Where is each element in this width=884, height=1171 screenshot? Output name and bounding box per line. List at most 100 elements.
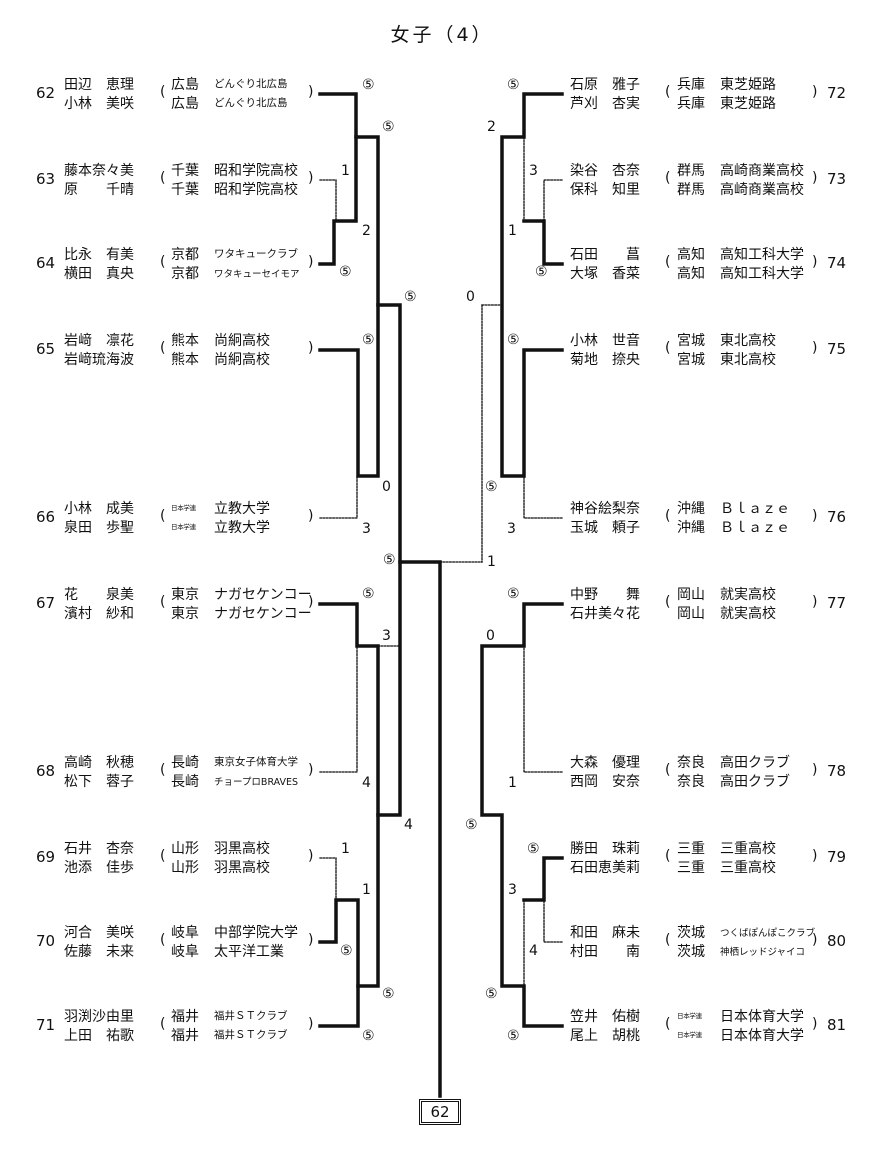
club-name: ワタキュークラブ bbox=[214, 248, 298, 260]
player-name: 高崎 秋穂 bbox=[64, 755, 134, 771]
prefecture: 長崎 bbox=[171, 774, 199, 790]
player-name: 岩﨑 凛花 bbox=[64, 333, 134, 349]
team-number: 71 bbox=[36, 1016, 56, 1034]
club-name: 日本体育大学 bbox=[720, 1009, 804, 1025]
club-name: 東芝姫路 bbox=[720, 77, 776, 93]
club-name: 羽黒高校 bbox=[214, 860, 270, 876]
prefecture: 広島 bbox=[171, 96, 199, 112]
match-score: ⑤ bbox=[362, 586, 375, 602]
player-name: 笠井 佑樹 bbox=[570, 1009, 640, 1025]
prefecture: 広島 bbox=[171, 77, 199, 93]
match-score: ⑤ bbox=[382, 986, 395, 1002]
player-name: 尾上 胡桃 bbox=[570, 1028, 640, 1044]
prefecture: 東京 bbox=[171, 606, 199, 622]
open-paren: ( bbox=[665, 508, 671, 524]
open-paren: ( bbox=[665, 762, 671, 778]
club-name: Ｂｌａｚｅ bbox=[720, 520, 790, 536]
team-number: 75 bbox=[827, 340, 847, 358]
player-row: 染谷 杏奈群馬高崎商業高校 bbox=[570, 160, 884, 179]
close-paren: ) bbox=[812, 932, 818, 948]
right-loss-line bbox=[543, 899, 563, 943]
prefecture: 岐阜 bbox=[171, 925, 199, 941]
open-paren: ( bbox=[160, 508, 166, 524]
close-paren: ) bbox=[812, 84, 818, 100]
left-loss-line bbox=[377, 645, 401, 816]
player-name: 西岡 安奈 bbox=[570, 774, 640, 790]
left-bracket-line bbox=[318, 984, 360, 1028]
match-score: 4 bbox=[362, 775, 371, 791]
prefecture: 群馬 bbox=[677, 163, 705, 179]
player-name: 松下 蓉子 bbox=[64, 774, 134, 790]
open-paren: ( bbox=[160, 594, 166, 610]
player-name: 佐藤 未来 bbox=[64, 944, 134, 960]
prefecture: 兵庫 bbox=[677, 96, 705, 112]
match-score: 1 bbox=[341, 163, 350, 179]
club-name: Ｂｌａｚｅ bbox=[720, 501, 790, 517]
open-paren: ( bbox=[160, 1016, 166, 1032]
match-score: ⑤ bbox=[383, 552, 396, 568]
player-name: 濱村 紗和 bbox=[64, 606, 134, 622]
club-name: 高田クラブ bbox=[720, 774, 790, 790]
player-name: 染谷 杏奈 bbox=[570, 163, 640, 179]
club-name: 三重高校 bbox=[720, 860, 776, 876]
prefecture: 宮城 bbox=[677, 333, 705, 349]
player-row: 泉田 歩聖日本学連立教大学 bbox=[64, 517, 394, 536]
club-name: 就実高校 bbox=[720, 587, 776, 603]
team-number: 73 bbox=[827, 170, 847, 188]
close-paren: ) bbox=[308, 254, 314, 270]
club-name: 高知工科大学 bbox=[720, 247, 804, 263]
prefecture: 群馬 bbox=[677, 182, 705, 198]
prefecture: 熊本 bbox=[171, 333, 199, 349]
club-name: 高田クラブ bbox=[720, 755, 790, 771]
close-paren: ) bbox=[812, 594, 818, 610]
club-name: 中部学院大学 bbox=[214, 925, 298, 941]
team-number: 77 bbox=[827, 594, 847, 612]
open-paren: ( bbox=[160, 84, 166, 100]
club-name: 東芝姫路 bbox=[720, 96, 776, 112]
club-name: 東京女子体育大学 bbox=[214, 756, 298, 768]
right-loss-line bbox=[481, 304, 503, 477]
match-score: 0 bbox=[466, 289, 475, 305]
prefecture: 日本学連 bbox=[677, 1012, 702, 1020]
open-paren: ( bbox=[160, 932, 166, 948]
player-name: 大森 優理 bbox=[570, 755, 640, 771]
prefecture: 京都 bbox=[171, 266, 199, 282]
player-name: 岩﨑琉海波 bbox=[64, 352, 134, 368]
player-row: 比永 有美京都ワタキュークラブ bbox=[64, 244, 394, 263]
player-name: 羽渕沙由里 bbox=[64, 1009, 134, 1025]
match-score: 1 bbox=[341, 841, 350, 857]
player-row: 大塚 香菜高知高知工科大学 bbox=[570, 263, 884, 282]
player-name: 石田恵美莉 bbox=[570, 860, 640, 876]
player-row: 松下 蓉子長崎チョープロBRAVES bbox=[64, 771, 394, 790]
team-number: 68 bbox=[36, 762, 56, 780]
left-loss-line bbox=[319, 179, 337, 222]
player-row: 芦刈 杏実兵庫東芝姫路 bbox=[570, 93, 884, 112]
player-row: 小林 成美日本学連立教大学 bbox=[64, 498, 394, 517]
left-loss-line bbox=[319, 857, 337, 901]
club-name: 神栖レッドジャイコ bbox=[720, 947, 806, 958]
player-row: 保科 知里群馬高崎商業高校 bbox=[570, 179, 884, 198]
match-score: 4 bbox=[529, 943, 538, 959]
club-name: 尚絅高校 bbox=[214, 352, 270, 368]
prefecture: 熊本 bbox=[171, 352, 199, 368]
open-paren: ( bbox=[665, 594, 671, 610]
player-name: 保科 知里 bbox=[570, 182, 640, 198]
close-paren: ) bbox=[308, 932, 314, 948]
player-name: 和田 麻未 bbox=[570, 925, 640, 941]
open-paren: ( bbox=[160, 340, 166, 356]
match-score: ⑤ bbox=[362, 1028, 375, 1044]
close-paren: ) bbox=[812, 170, 818, 186]
team-number: 63 bbox=[36, 170, 56, 188]
match-score: 3 bbox=[529, 163, 538, 179]
club-name: 三重高校 bbox=[720, 841, 776, 857]
player-name: 河合 美咲 bbox=[64, 925, 134, 941]
prefecture: 千葉 bbox=[171, 163, 199, 179]
player-row: 石田 菖高知高知工科大学 bbox=[570, 244, 884, 263]
match-score: ⑤ bbox=[485, 986, 498, 1002]
player-row: 岩﨑琉海波 熊本尚絅高校 bbox=[64, 349, 394, 368]
player-row: 石井 杏奈山形羽黒高校 bbox=[64, 838, 394, 857]
player-name: 池添 佳歩 bbox=[64, 860, 134, 876]
player-name: 大塚 香菜 bbox=[570, 266, 640, 282]
close-paren: ) bbox=[812, 254, 818, 270]
